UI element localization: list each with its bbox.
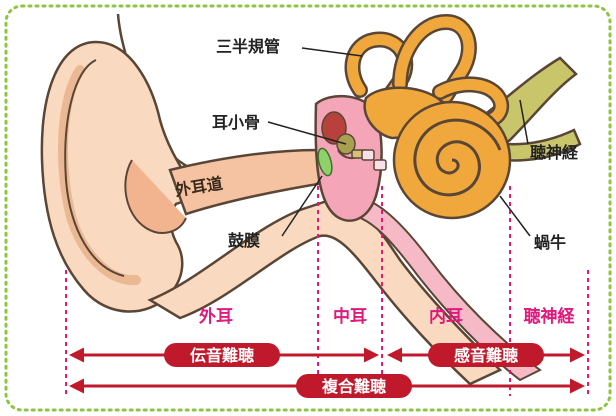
round-window xyxy=(374,160,386,170)
section-inner-ear: 内耳 xyxy=(429,306,463,327)
section-middle-ear: 中耳 xyxy=(333,306,367,327)
label-ossicles: 耳小骨 xyxy=(212,113,260,132)
oval-window xyxy=(362,150,374,160)
label-eardrum: 鼓膜 xyxy=(228,231,260,250)
section-auditory-nerve: 聴神経 xyxy=(524,306,576,327)
section-outer-ear: 外耳 xyxy=(199,306,233,327)
label-semicircular-canals: 三半規管 xyxy=(216,37,280,56)
mixed-label: 複合難聴 xyxy=(321,377,386,396)
sensorineural-label: 感音難聴 xyxy=(454,346,518,365)
label-auditory-nerve: 聴神経 xyxy=(530,143,579,162)
conductive-label: 伝音難聴 xyxy=(190,346,254,365)
label-cochlea: 蝸牛 xyxy=(534,233,566,252)
